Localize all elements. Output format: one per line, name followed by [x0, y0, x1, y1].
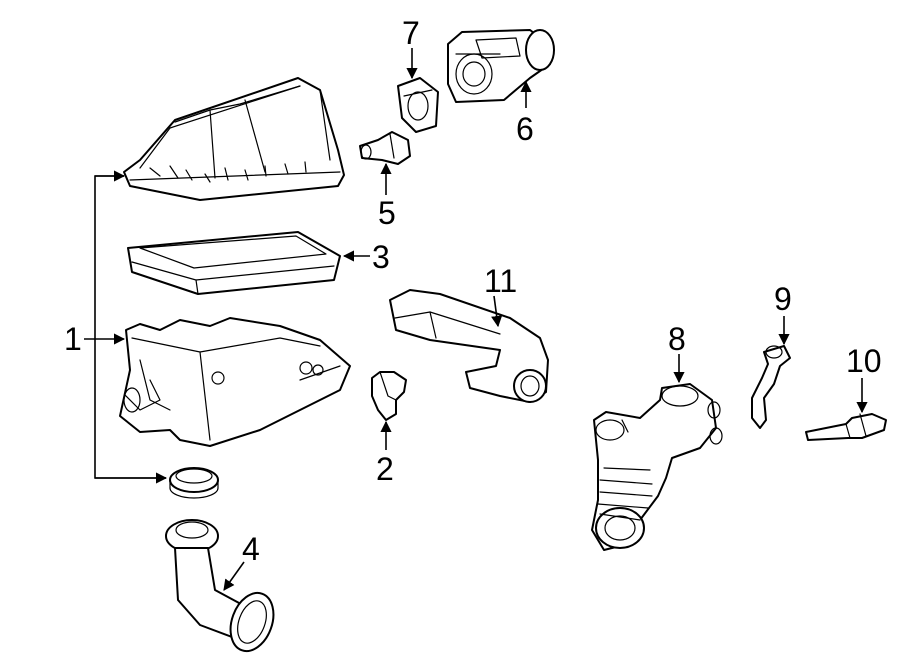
air-cleaner-housing [119, 317, 351, 447]
callout-11: 11 [484, 263, 517, 299]
sensor [359, 131, 411, 165]
hose [751, 345, 791, 429]
connector [805, 413, 887, 441]
callout-1-bracket [84, 170, 168, 484]
grommet-ring [169, 467, 219, 499]
callout-10: 10 [846, 343, 882, 379]
clip [371, 371, 407, 421]
air-filter-element [127, 231, 341, 295]
callout-7: 7 [402, 15, 420, 51]
resonator-elbow [591, 383, 723, 551]
callout-4: 4 [242, 531, 260, 567]
air-cleaner-cover [123, 77, 345, 201]
callout-6: 6 [516, 111, 534, 147]
callout-3: 3 [372, 239, 390, 275]
callout-9: 9 [774, 281, 792, 317]
callout-2: 2 [376, 451, 394, 487]
mass-air-flow-sensor [447, 29, 555, 103]
air-tube [389, 289, 549, 403]
gasket [397, 77, 439, 133]
callout-1: 1 [64, 321, 82, 357]
callout-8: 8 [668, 321, 686, 357]
callout-5: 5 [378, 195, 396, 231]
intake-duct [165, 519, 275, 653]
